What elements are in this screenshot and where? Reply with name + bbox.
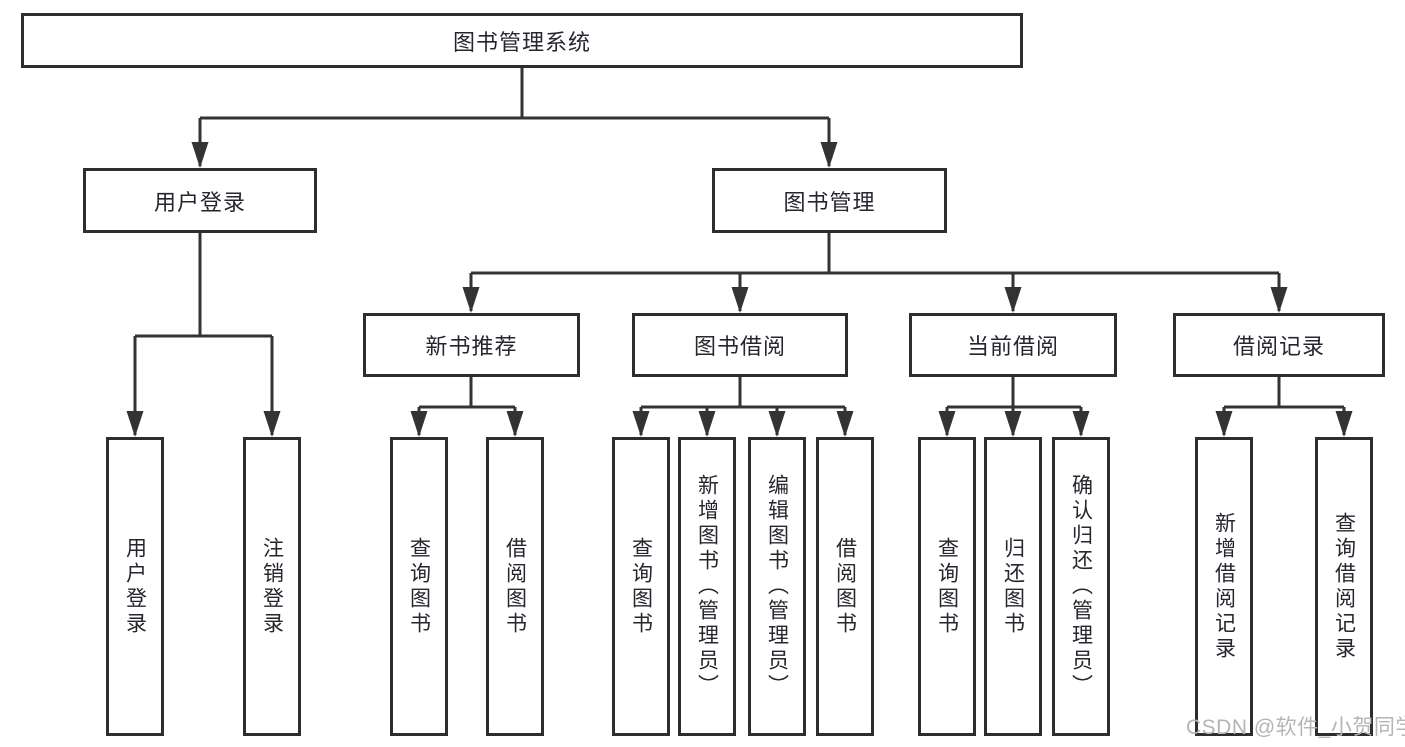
- csdn-watermark: CSDN @软件_小贺同学: [1186, 716, 1405, 739]
- leaf-confirm-return-admin: 确认归还（管理员）: [1052, 437, 1110, 736]
- node-current-borrowing: 当前借阅: [909, 313, 1117, 377]
- leaf-query-books-3-label: 查询图书: [935, 536, 959, 637]
- leaf-add-borrow-record: 新增借阅记录: [1195, 437, 1253, 736]
- leaf-borrow-books-2-label: 借阅图书: [833, 536, 857, 637]
- node-user-login: 用户登录: [83, 168, 317, 233]
- leaf-edit-books-admin: 编辑图书（管理员）: [748, 437, 806, 736]
- leaf-borrow-books-1-label: 借阅图书: [503, 536, 527, 637]
- node-new-book-recommendation: 新书推荐: [363, 313, 580, 377]
- leaf-add-books-admin-label: 新增图书（管理员）: [695, 474, 719, 699]
- node-book-management: 图书管理: [712, 168, 947, 233]
- leaf-borrow-books-2: 借阅图书: [816, 437, 874, 736]
- connector-arrowheads: [126, 142, 1353, 437]
- node-library-management-system: 图书管理系统: [21, 13, 1023, 68]
- leaf-user-login: 用户登录: [106, 437, 164, 736]
- connector-lines: [133, 68, 1346, 435]
- leaf-query-books-2: 查询图书: [612, 437, 670, 736]
- node-book-borrowing: 图书借阅: [632, 313, 848, 377]
- leaf-user-login-label: 用户登录: [123, 536, 147, 637]
- leaf-query-borrow-record: 查询借阅记录: [1315, 437, 1373, 736]
- leaf-logout: 注销登录: [243, 437, 301, 736]
- leaf-return-books: 归还图书: [984, 437, 1042, 736]
- leaf-edit-books-admin-label: 编辑图书（管理员）: [765, 474, 789, 699]
- node-borrowing-records: 借阅记录: [1173, 313, 1385, 377]
- leaf-query-books-3: 查询图书: [918, 437, 976, 736]
- leaf-query-borrow-record-label: 查询借阅记录: [1332, 511, 1356, 662]
- leaf-add-books-admin: 新增图书（管理员）: [678, 437, 736, 736]
- leaf-query-books-1-label: 查询图书: [407, 536, 431, 637]
- leaf-add-borrow-record-label: 新增借阅记录: [1212, 511, 1236, 662]
- leaf-query-books-2-label: 查询图书: [629, 536, 653, 637]
- leaf-query-books-1: 查询图书: [390, 437, 448, 736]
- leaf-logout-label: 注销登录: [260, 536, 284, 637]
- leaf-return-books-label: 归还图书: [1001, 536, 1025, 637]
- leaf-borrow-books-1: 借阅图书: [486, 437, 544, 736]
- leaf-confirm-return-admin-label: 确认归还（管理员）: [1069, 474, 1093, 699]
